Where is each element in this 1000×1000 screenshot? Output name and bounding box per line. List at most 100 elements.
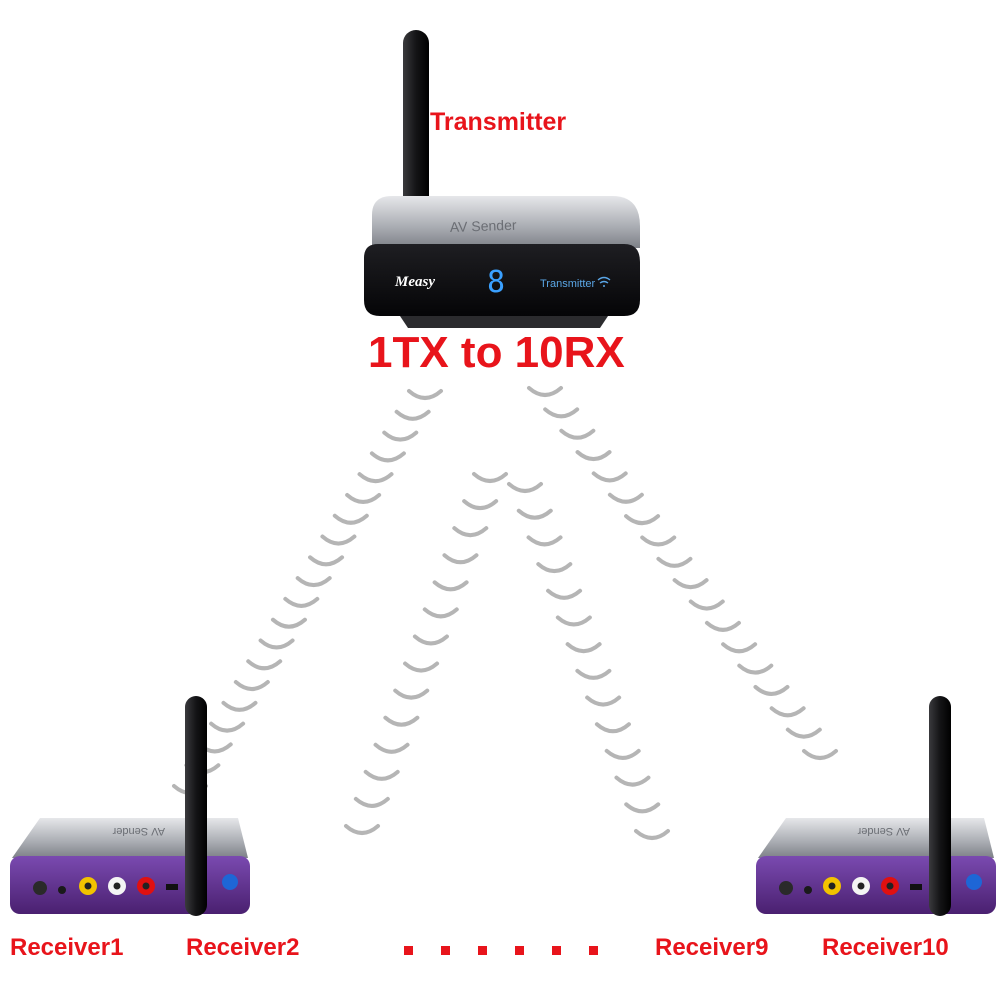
signal-wave-arc: [536, 562, 573, 574]
signal-wave-arc: [308, 555, 345, 567]
signal-wave-arc: [769, 706, 806, 718]
signal-wave-arc: [283, 596, 320, 608]
signal-wave-arc: [233, 680, 270, 692]
signal-wave-arc: [344, 824, 380, 835]
signal-wave-arc: [270, 617, 307, 629]
signal-wave-arc: [721, 642, 758, 654]
signal-wave-arc: [559, 428, 596, 440]
receiver-right-audio-l-center: [857, 882, 865, 890]
signal-wave-arc: [332, 513, 369, 525]
signal-wave-arc: [516, 508, 553, 520]
signal-wave-arc: [614, 775, 651, 787]
signal-wave-arc: [383, 715, 420, 727]
transmitter-device: AV Sender Measy 8 Transmitter: [364, 30, 640, 328]
signal-wave-arc: [672, 578, 709, 590]
signal-wave-arc: [546, 588, 583, 600]
receiver-right-top-text: AV Sender: [857, 825, 910, 837]
signal-wave-arc: [526, 535, 563, 547]
transmitter-antenna: [403, 30, 429, 215]
signal-waves: [172, 386, 838, 840]
signal-wave-arc: [320, 534, 357, 546]
receiver-left-blue-button: [222, 874, 238, 890]
signal-wave-arc: [432, 580, 469, 592]
signal-wave-arc: [527, 386, 563, 397]
ellipsis-dot: [478, 946, 487, 955]
receiver-right-antenna: [929, 696, 951, 916]
receiver-left-antenna: [185, 696, 207, 916]
signal-wave-arc: [624, 514, 661, 526]
signal-wave-arc: [640, 535, 677, 547]
signal-wave-arc: [688, 599, 725, 611]
receiver-right-blue-button: [966, 874, 982, 890]
receiver-left-audio-l-center: [113, 882, 121, 890]
signal-wave-arc: [221, 700, 258, 712]
receiver-right-body-top: [758, 818, 994, 858]
signal-wave-arc: [357, 472, 394, 484]
signal-wave-arc: [442, 553, 479, 565]
receiver-2-label: Receiver2: [186, 934, 300, 961]
signal-wave-arc: [382, 430, 419, 442]
transmitter-channel-digit: 8: [487, 265, 505, 300]
signal-wave-arc: [246, 659, 283, 671]
signal-wave-arc: [753, 684, 790, 696]
receiver-1-label: Receiver1: [10, 934, 124, 961]
signal-wave-arc: [737, 663, 774, 675]
transmitter-top-text: AV Sender: [450, 217, 518, 235]
receiver-9-label: Receiver9: [655, 934, 769, 961]
signal-wave-arc: [585, 695, 622, 707]
signal-wave-arc: [422, 607, 459, 619]
wifi-icon: [597, 276, 611, 287]
headline: 1TX to 10RX: [368, 328, 625, 377]
signal-wave-arc: [394, 409, 431, 421]
ellipsis-dot: [515, 946, 524, 955]
signal-wave-arc: [591, 471, 628, 483]
signal-wave-arc: [369, 451, 406, 463]
signal-wave-arc: [407, 389, 443, 400]
signal-wave-arc: [462, 499, 499, 511]
signal-wave-arc: [704, 620, 741, 632]
signal-wave-arc: [363, 769, 400, 781]
signal-wave-arc: [452, 526, 489, 538]
transmitter-face-text: Transmitter: [540, 278, 596, 290]
signal-wave-arc: [594, 722, 631, 734]
receiver-device-left: AV Sender: [10, 696, 250, 916]
signal-wave-arc: [607, 492, 644, 504]
signal-wave-arc: [575, 450, 612, 462]
signal-wave-arc: [555, 615, 592, 627]
signal-wave-arc: [656, 556, 693, 568]
ellipsis-dot: [441, 946, 450, 955]
signal-wave-arc: [507, 482, 543, 493]
receiver-left-power-port: [166, 884, 178, 890]
signal-wave-arc: [295, 576, 332, 588]
transmitter-label: Transmitter: [430, 108, 567, 136]
receiver-right-power-port: [910, 884, 922, 890]
ellipsis-dot: [404, 946, 413, 955]
receiver-left-top-text: AV Sender: [112, 825, 165, 837]
signal-wave-arc: [785, 727, 822, 739]
receiver-device-right: AV Sender: [756, 696, 996, 916]
signal-wave-arc: [353, 796, 390, 808]
receiver-left-audio-r-center: [142, 882, 150, 890]
signal-wave-arc: [575, 668, 612, 680]
signal-wave-arc: [472, 472, 508, 483]
signal-wave-arc: [802, 749, 838, 760]
receiver-left-ant-port: [33, 881, 47, 895]
receiver-10-label: Receiver10: [822, 934, 949, 961]
transmitter-base: [400, 316, 608, 328]
receiver-right-ant-port: [779, 881, 793, 895]
ellipsis-dot: [552, 946, 561, 955]
ellipsis-dot: [589, 946, 598, 955]
receiver-left-body-top: [12, 818, 248, 858]
signal-wave-arc: [565, 642, 602, 654]
signal-wave-arc: [634, 829, 670, 840]
signal-wave-arc: [624, 802, 661, 814]
signal-wave-arc: [209, 721, 246, 733]
transmitter-front-panel: [364, 244, 640, 316]
signal-wave-arc: [258, 638, 295, 650]
signal-wave-arc: [393, 688, 430, 700]
receiver-right-video-jack-center: [828, 882, 836, 890]
signal-wave-arc: [345, 492, 382, 504]
signal-wave-arc: [604, 748, 641, 760]
transmitter-body-top: [372, 196, 640, 248]
